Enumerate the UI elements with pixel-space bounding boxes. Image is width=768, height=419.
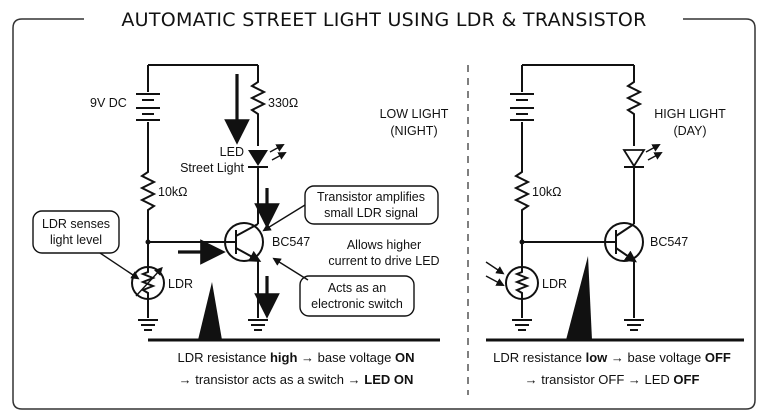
callout-switch-line1: Acts as an xyxy=(328,281,386,295)
outer-frame xyxy=(12,18,756,410)
led-label-line1: LED xyxy=(220,145,244,159)
callout-amplify-line1: Transistor amplifies xyxy=(317,190,425,204)
battery-symbol-right xyxy=(510,93,534,121)
resistor-10k-left-label: 10kΩ xyxy=(158,185,188,199)
led-symbol-left xyxy=(248,143,287,168)
resistor-10k-right-label: 10kΩ xyxy=(532,185,562,199)
callout-amplify-line2: small LDR signal xyxy=(324,206,418,220)
resistor-330-right xyxy=(625,65,643,146)
ground-emitter-right xyxy=(624,319,644,331)
battery-label: 9V DC xyxy=(90,96,127,110)
transistor-left xyxy=(222,222,264,262)
callout-switch xyxy=(272,257,415,317)
caption-left-line2: → transistor acts as a switch → LED ON xyxy=(179,372,414,387)
right-circuit: 10kΩ LDR xyxy=(485,64,744,387)
ground-ldr-right xyxy=(512,319,532,331)
note-current-line2: current to drive LED xyxy=(328,254,439,268)
ldr-label-right: LDR xyxy=(542,277,567,291)
transistor-label-left: BC547 xyxy=(272,235,310,249)
callout-ldr xyxy=(32,210,140,280)
transistor-label-right: BC547 xyxy=(650,235,688,249)
resistor-10k-right xyxy=(513,160,531,242)
transistor-right xyxy=(604,222,644,263)
pointer-wedge-left xyxy=(198,282,222,340)
mode-label-right-line1: HIGH LIGHT xyxy=(654,107,726,121)
caption-right-line2: → transistor OFF → LED OFF xyxy=(525,372,700,387)
mode-label-left-line2: (NIGHT) xyxy=(390,124,437,138)
caption-right-line1: LDR resistance low → base voltage OFF xyxy=(493,350,731,365)
ground-emitter-left xyxy=(248,319,268,331)
mode-label-right-line2: (DAY) xyxy=(673,124,706,138)
ldr-label-left: LDR xyxy=(168,277,193,291)
left-circuit: 9V DC 10kΩ LDR 330Ω xyxy=(32,64,449,387)
led-symbol-right xyxy=(622,143,663,168)
led-label-line2: Street Light xyxy=(180,161,244,175)
ground-ldr-left xyxy=(138,319,158,331)
diagram-title: AUTOMATIC STREET LIGHT USING LDR & TRANS… xyxy=(121,9,646,31)
note-current-line1: Allows higher xyxy=(347,238,421,252)
callout-amplify xyxy=(262,185,439,232)
ldr-symbol-right xyxy=(485,261,539,300)
resistor-330-left xyxy=(249,65,267,146)
callout-ldr-line1: LDR senses xyxy=(42,217,110,231)
callout-ldr-line2: light level xyxy=(50,233,102,247)
pointer-wedge-right xyxy=(566,256,592,340)
mode-label-left-line1: LOW LIGHT xyxy=(380,107,449,121)
ldr-symbol-left xyxy=(131,266,165,300)
caption-left-line1: LDR resistance high → base voltage ON xyxy=(178,350,415,365)
resistor-330-label: 330Ω xyxy=(268,96,298,110)
resistor-10k-left xyxy=(139,160,157,242)
callout-switch-line2: electronic switch xyxy=(311,297,403,311)
battery-symbol xyxy=(136,93,160,121)
